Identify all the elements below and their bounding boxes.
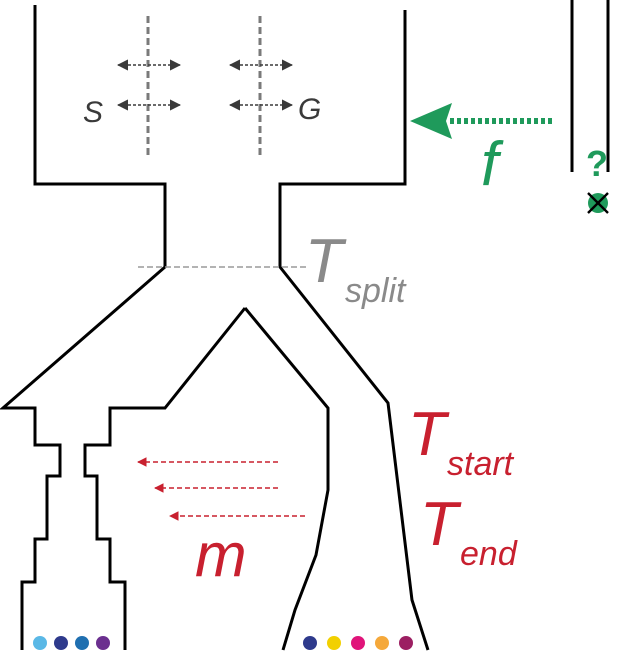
- right-sample-dot-5: [399, 636, 413, 650]
- left-sample-dot-3: [75, 636, 89, 650]
- left-sample-dots: [33, 636, 110, 650]
- end-time-subscript: end: [460, 535, 518, 573]
- right-sample-dots: [303, 636, 413, 650]
- ancestral-population-outline: [0, 5, 167, 650]
- split-time-subscript: split: [345, 272, 407, 310]
- left-sample-dot-4: [96, 636, 110, 650]
- migration-arrows: [137, 457, 305, 521]
- split-time-label: T split: [305, 227, 407, 310]
- end-time-t: T: [420, 490, 462, 559]
- migration-label: m: [195, 521, 247, 590]
- split-time-t: T: [305, 227, 347, 296]
- left-sample-dot-2: [54, 636, 68, 650]
- bidirectional-arrow-icon: [116, 59, 294, 111]
- start-time-subscript: start: [447, 445, 515, 483]
- crossed-circle-icon: [587, 192, 609, 214]
- right-sample-dot-2: [327, 636, 341, 650]
- end-time-label: T end: [420, 490, 518, 573]
- dotted-arrow-icon: [410, 103, 452, 139]
- population-g-label: G: [298, 93, 321, 126]
- start-time-label: T start: [408, 400, 515, 483]
- right-population-inner-outline: [243, 307, 330, 651]
- unknown-source-label: ?: [586, 143, 608, 184]
- left-population-inner-outline: [83, 307, 247, 650]
- right-sample-dot-4: [375, 636, 389, 650]
- gene-flow-label: f: [481, 130, 504, 199]
- start-time-t: T: [408, 400, 450, 469]
- left-sample-dot-1: [33, 636, 47, 650]
- ancestral-population-outline-right: [278, 10, 430, 651]
- population-s-label: S: [83, 96, 103, 129]
- right-sample-dot-3: [351, 636, 365, 650]
- right-sample-dot-1: [303, 636, 317, 650]
